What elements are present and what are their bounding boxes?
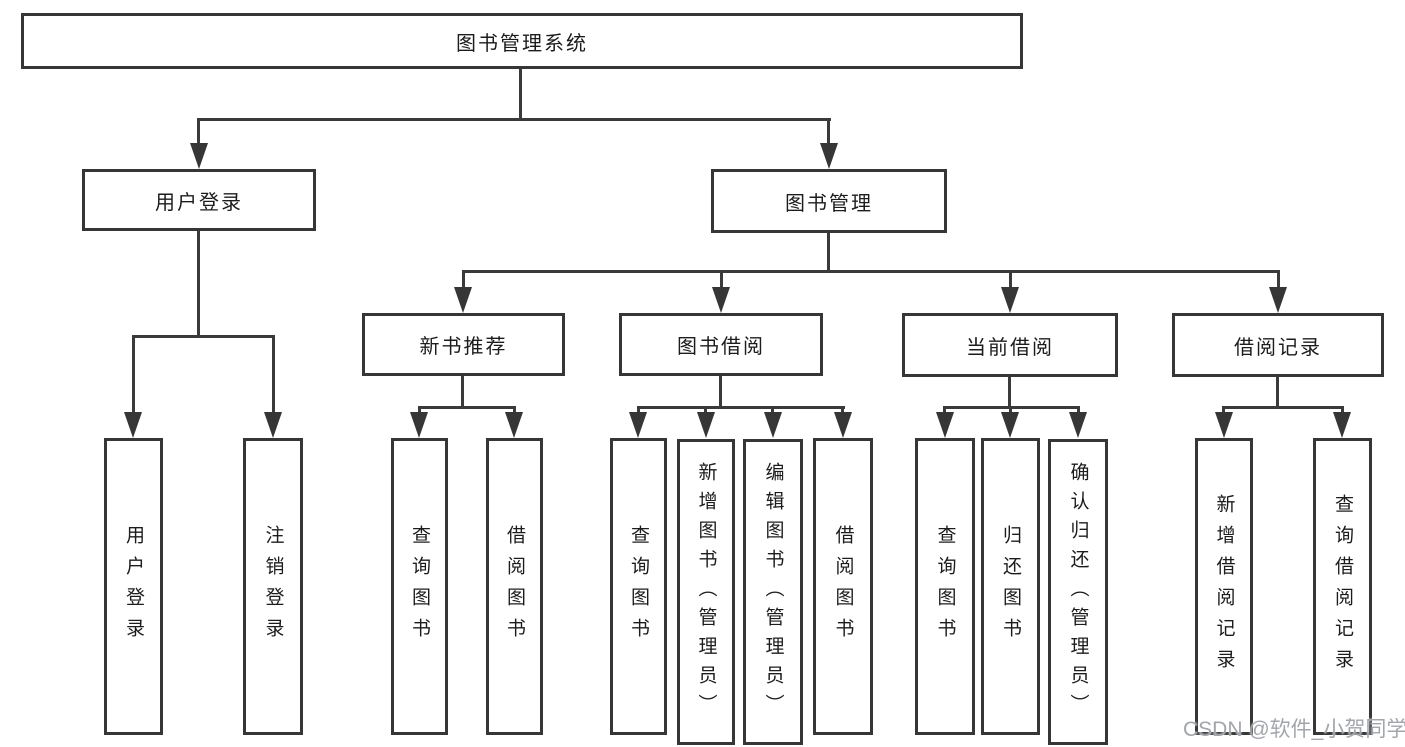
connector-line <box>197 118 200 146</box>
connector-line <box>1276 376 1279 408</box>
connector-line <box>827 233 830 273</box>
leaf-query-books-current: 查询图书 <box>915 438 975 735</box>
arrow-down-icon <box>1269 287 1287 313</box>
connector-line <box>1009 406 1012 415</box>
connector-line <box>1077 406 1080 415</box>
node-new-book-recommendation: 新书推荐 <box>362 313 565 376</box>
csdn-watermark: CSDN @软件_小贺同学 <box>1183 718 1405 741</box>
connector-line <box>771 406 774 415</box>
leaf-confirm-return-admin: 确认归还（管理员） <box>1048 439 1108 745</box>
connector-line <box>637 406 640 415</box>
leaf-query-books-borrowing: 查询图书 <box>610 438 667 735</box>
arrow-down-icon <box>264 412 282 438</box>
connector-line <box>1222 406 1344 409</box>
arrow-down-icon <box>712 287 730 313</box>
arrow-down-icon <box>936 412 954 438</box>
connector-line <box>197 231 200 338</box>
connector-line <box>462 270 465 291</box>
arrow-down-icon <box>820 143 838 169</box>
leaf-borrow-books-recommend: 借阅图书 <box>486 438 543 735</box>
leaf-return-books: 归还图书 <box>981 438 1040 735</box>
node-book-management: 图书管理 <box>711 169 947 233</box>
leaf-query-borrow-record: 查询借阅记录 <box>1313 438 1372 735</box>
arrow-down-icon <box>190 143 208 169</box>
arrow-down-icon <box>764 412 782 438</box>
connector-line <box>1277 270 1280 291</box>
arrow-down-icon <box>124 412 142 438</box>
connector-line <box>1222 406 1225 415</box>
leaf-add-books-admin: 新增图书（管理员） <box>677 439 735 745</box>
connector-line <box>418 406 516 409</box>
leaf-user-login: 用户登录 <box>104 438 163 735</box>
connector-line <box>704 406 707 415</box>
arrow-down-icon <box>834 412 852 438</box>
node-borrowing-records: 借阅记录 <box>1172 313 1384 377</box>
connector-line <box>720 270 723 291</box>
connector-line <box>719 376 722 408</box>
arrow-down-icon <box>1001 287 1019 313</box>
arrow-down-icon <box>697 412 715 438</box>
node-root: 图书管理系统 <box>21 13 1023 69</box>
leaf-query-books-recommend: 查询图书 <box>391 438 448 735</box>
connector-line <box>1341 406 1344 415</box>
connector-line <box>197 118 831 121</box>
arrow-down-icon <box>454 287 472 313</box>
arrow-down-icon <box>1215 412 1233 438</box>
node-current-borrowing: 当前借阅 <box>902 313 1118 377</box>
connector-line <box>462 270 1280 273</box>
connector-line <box>519 69 522 119</box>
connector-line <box>827 118 830 146</box>
arrow-down-icon <box>629 412 647 438</box>
connector-line <box>943 406 946 415</box>
connector-line <box>1009 270 1012 291</box>
leaf-add-borrow-record: 新增借阅记录 <box>1195 438 1253 735</box>
node-user-login: 用户登录 <box>82 169 316 231</box>
connector-line <box>132 335 135 414</box>
connector-line <box>461 376 464 408</box>
leaf-logout-login: 注销登录 <box>243 438 303 735</box>
connector-line <box>272 335 275 414</box>
arrow-down-icon <box>1001 412 1019 438</box>
arrow-down-icon <box>410 412 428 438</box>
connector-line <box>513 406 516 415</box>
arrow-down-icon <box>505 412 523 438</box>
leaf-borrow-books-borrowing: 借阅图书 <box>813 438 873 735</box>
connector-line <box>1008 376 1011 408</box>
connector-line <box>637 406 845 409</box>
connector-line <box>418 406 421 415</box>
arrow-down-icon <box>1069 412 1087 438</box>
leaf-edit-books-admin: 编辑图书（管理员） <box>743 439 803 745</box>
arrow-down-icon <box>1333 412 1351 438</box>
connector-line <box>841 406 844 415</box>
connector-line <box>132 335 275 338</box>
node-book-borrowing: 图书借阅 <box>619 313 823 376</box>
